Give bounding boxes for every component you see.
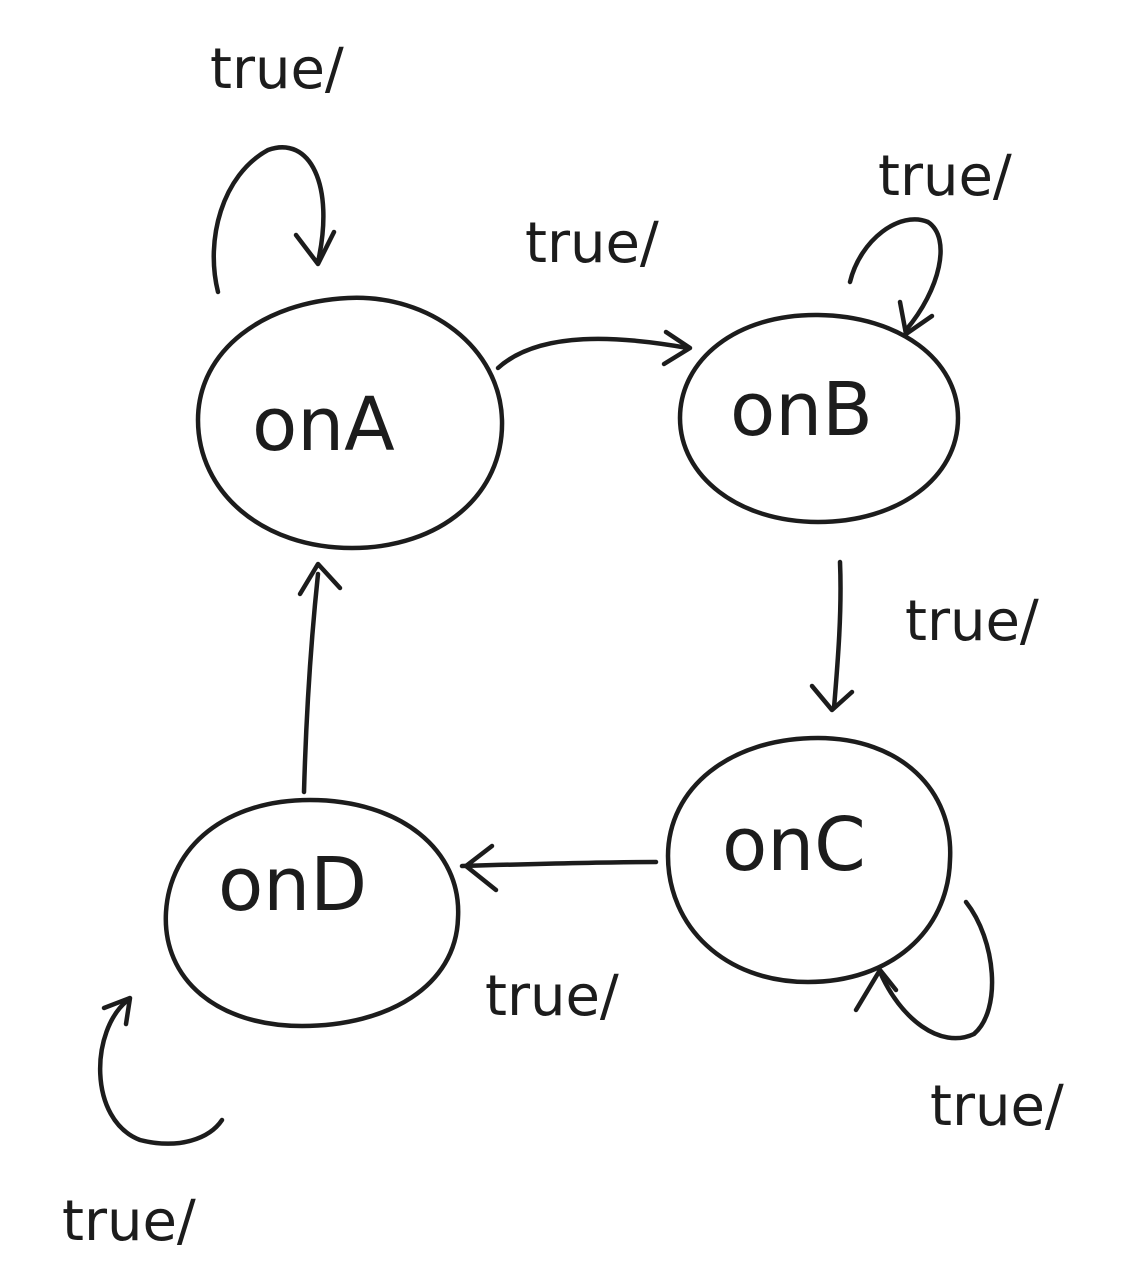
onC-to-onD-label: true/ bbox=[485, 964, 619, 1029]
onB-to-onC-label: true/ bbox=[905, 589, 1039, 654]
onA-to-onB-label: true/ bbox=[525, 211, 659, 276]
onA-self-loop-arrow bbox=[211, 145, 326, 295]
onD-self-loop-arrowhead bbox=[101, 995, 133, 1027]
onD-self-loop-arrow bbox=[98, 997, 225, 1146]
state-onC-label: onC bbox=[722, 802, 866, 888]
onD-to-onA-arrowhead bbox=[297, 561, 343, 597]
state-onD-label: onD bbox=[218, 842, 367, 928]
onA-to-onB-arrowhead bbox=[661, 329, 693, 367]
state-onC-circle bbox=[665, 735, 953, 985]
onD-self-loop-label: true/ bbox=[62, 1189, 196, 1254]
state-onA-circle bbox=[195, 295, 505, 551]
onB-self-loop-arrowhead bbox=[897, 299, 935, 337]
onC-self-loop-arrow bbox=[877, 899, 995, 1041]
onA-self-loop-arrowhead bbox=[293, 229, 337, 267]
ink-layer: onA onB onC onD true/ true/ true/ true/ … bbox=[62, 37, 1064, 1254]
onC-to-onD-arrow bbox=[459, 859, 659, 869]
onC-to-onD-arrowhead bbox=[463, 843, 499, 893]
onC-self-loop-arrowhead bbox=[853, 967, 899, 1013]
onC-self-loop-label: true/ bbox=[930, 1074, 1064, 1139]
onB-to-onC-arrow bbox=[831, 559, 843, 711]
onB-self-loop-label: true/ bbox=[878, 144, 1012, 209]
state-onB-circle bbox=[677, 312, 961, 525]
onA-self-loop-label: true/ bbox=[210, 37, 344, 102]
state-onB-label: onB bbox=[730, 367, 873, 453]
onA-to-onB-arrow bbox=[495, 336, 691, 371]
state-onA-label: onA bbox=[252, 382, 395, 468]
onD-to-onA-arrow bbox=[301, 571, 321, 795]
state-onD-circle bbox=[163, 797, 461, 1029]
onB-to-onC-arrowhead bbox=[809, 683, 855, 713]
onB-self-loop-arrow bbox=[847, 217, 943, 333]
